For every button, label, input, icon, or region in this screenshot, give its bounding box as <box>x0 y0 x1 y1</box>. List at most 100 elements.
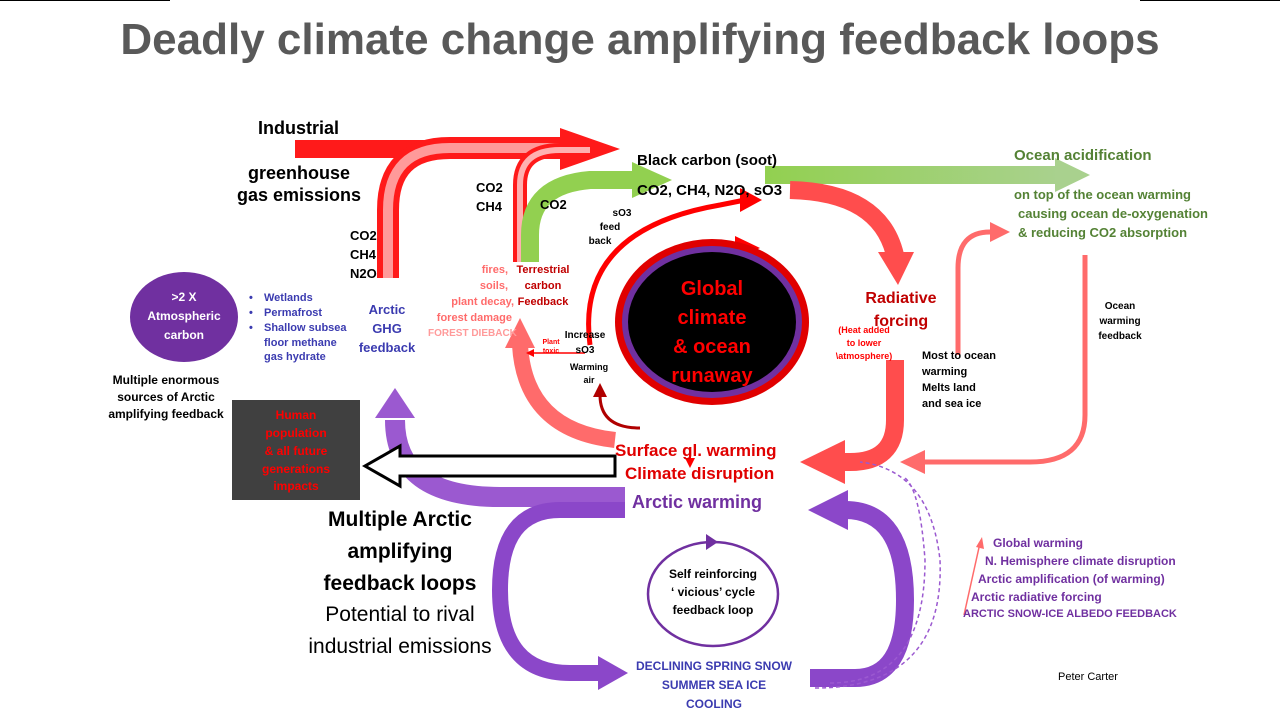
page-title: Deadly climate change amplifying feedbac… <box>120 15 1160 64</box>
potential-rival-1: Potential to rival <box>325 603 475 626</box>
ocean-up-arrowhead <box>990 222 1010 242</box>
terrestrial-ch4-label: CH4 <box>476 199 503 214</box>
multiple-sources-1: Multiple enormous <box>112 373 220 387</box>
human-impacts-box <box>232 400 360 500</box>
co2-green-curve-arrow <box>521 171 640 262</box>
ocean-warming-feedback-2: warming <box>1099 316 1141 327</box>
ocean-warming-feedback-arrow <box>920 255 1088 465</box>
heat-note-2: to lower <box>846 338 882 348</box>
declining-1: DECLINING SPRING SNOW <box>635 659 792 673</box>
black-carbon-label: Black carbon (soot) <box>637 152 778 169</box>
ocean-note-3: Melts land <box>922 382 976 394</box>
arctic-chain-arrowhead <box>976 537 984 549</box>
chain-albedo-feedback: ARCTIC SNOW-ICE ALBEDO FEEDBACK <box>963 608 1177 620</box>
terrestrial-source-4: forest damage <box>436 312 512 324</box>
so3-increase-1: Increase <box>564 330 606 341</box>
plant-toxic-1: Plant <box>542 339 560 346</box>
ocean-line-2: causing ocean de-oxygenation <box>1018 206 1208 221</box>
terrestrial-feedback-3: Feedback <box>517 296 569 308</box>
human-line-3: & all future <box>264 444 328 458</box>
arctic-co2-label: CO2 <box>350 228 377 243</box>
plant-toxic-2: toxic <box>542 348 560 355</box>
heat-note-3: \atmosphere) <box>835 351 893 361</box>
declining-2: SUMMER SEA ICE <box>661 678 767 692</box>
vicious-cycle-arrowhead <box>706 534 718 550</box>
ocean-warming-feedback-arrowhead <box>900 450 925 474</box>
green-co2-label: CO2 <box>540 197 567 212</box>
surface-warming-label: Surface gl. warming <box>615 441 777 460</box>
arctic-right-loop-arrow <box>810 501 915 687</box>
ocean-line-3: & reducing CO2 absorption <box>1018 225 1188 240</box>
runaway-line-2: climate <box>677 307 747 329</box>
so3-feedback-arrowhead <box>740 188 762 212</box>
arctic-ghg-curve-arrow <box>377 137 575 278</box>
radiative-forcing-arrow <box>789 181 904 258</box>
human-line-2: population <box>265 426 327 440</box>
terrestrial-source-3: plant decay, <box>451 296 514 308</box>
ocean-note-2: warming <box>922 366 968 378</box>
albedo-dashed-arc-2 <box>829 477 926 684</box>
forest-dieback-label: FOREST DIEBACK <box>428 328 517 339</box>
source-shallow-subsea: Shallow subsea <box>249 321 346 336</box>
arctic-ghg-feedback-3: feedback <box>358 340 416 355</box>
terrestrial-feedback-2: carbon <box>524 280 562 292</box>
radiative-to-surface-arrowhead <box>800 440 845 484</box>
vicious-cycle-1: Self reinforcing <box>668 567 757 581</box>
arctic-ghg-purple-arrowhead <box>375 388 415 418</box>
arctic-ch4-label: CH4 <box>350 247 377 262</box>
plant-toxic-arrowhead <box>526 349 534 357</box>
greenhouse-label: greenhouse <box>248 163 351 183</box>
terrestrial-source-2: soils, <box>479 280 508 292</box>
source-gas-hydrate: gas hydrate <box>264 351 326 364</box>
multiple-sources-2: sources of Arctic <box>117 390 215 404</box>
warming-air-2: air <box>583 375 595 385</box>
terrestrial-co2-label: CO2 <box>476 180 503 195</box>
ocean-acidification-arrow <box>765 166 1060 184</box>
industrial-label: Industrial <box>258 118 340 138</box>
chain-nh-disruption: N. Hemisphere climate disruption <box>985 554 1176 568</box>
arctic-left-loop-arrow <box>491 502 625 681</box>
arctic-n2o-label: N2O <box>350 266 377 281</box>
ocean-acidification-label: Ocean acidification <box>1014 147 1152 164</box>
potential-rival-2: industrial emissions <box>308 635 492 658</box>
albedo-dashed-arc-1 <box>814 461 941 689</box>
surface-small-arrowhead <box>685 458 695 468</box>
atmospheric-carbon-line-2: Atmospheric <box>147 309 221 323</box>
so3-feedback-1: sO3 <box>612 208 632 219</box>
arctic-chain-arrow <box>963 542 981 616</box>
ocean-note-1: Most to ocean <box>922 350 996 362</box>
vicious-cycle-2: ‘ vicious’ cycle <box>670 585 756 599</box>
multiple-arctic-3: feedback loops <box>323 572 477 595</box>
arctic-ghg-purple-arrow <box>385 419 625 507</box>
vicious-cycle-3: feedback loop <box>672 603 754 617</box>
chain-arctic-amplification: Arctic amplification (of warming) <box>978 572 1165 586</box>
ocean-up-arrow <box>955 229 995 355</box>
human-line-4: generations <box>261 462 330 476</box>
arctic-right-loop-arrowhead <box>808 490 848 530</box>
ocean-acidification-arrowhead <box>1055 158 1090 192</box>
runaway-blob-inner <box>628 252 796 392</box>
so3-feedback-2: feed <box>599 222 621 233</box>
human-line-5: impacts <box>273 479 319 493</box>
source-wetlands: Wetlands <box>249 291 347 306</box>
terrestrial-feedback-1: Terrestrial <box>516 264 570 276</box>
radiative-label-2: forcing <box>873 313 929 330</box>
co2-green-arrowhead <box>632 162 672 198</box>
heat-note-1: (Heat added <box>838 325 890 335</box>
multiple-sources-3: amplifying feedback <box>108 407 224 421</box>
main-gases-label: CO2, CH4, N2O, sO3 <box>637 182 783 199</box>
gas-emissions-label: gas emissions <box>237 185 362 205</box>
so3-increase-2: sO3 <box>575 345 595 356</box>
arctic-warming-label: Arctic warming <box>632 492 763 512</box>
warming-air-arrowhead <box>593 383 607 397</box>
chain-global-warming: Global warming <box>993 536 1084 550</box>
ocean-note-4: and sea ice <box>922 398 982 410</box>
ocean-warming-feedback-3: feedback <box>1098 331 1142 342</box>
human-line-1: Human <box>275 408 317 422</box>
arctic-ghg-feedback-2: GHG <box>372 321 402 336</box>
surface-to-terrestrial-arrowhead <box>505 318 535 348</box>
multiple-arctic-1: Multiple Arctic <box>328 508 472 531</box>
declining-3: COOLING <box>686 697 742 711</box>
ocean-warming-feedback-1: Ocean <box>1104 301 1136 312</box>
